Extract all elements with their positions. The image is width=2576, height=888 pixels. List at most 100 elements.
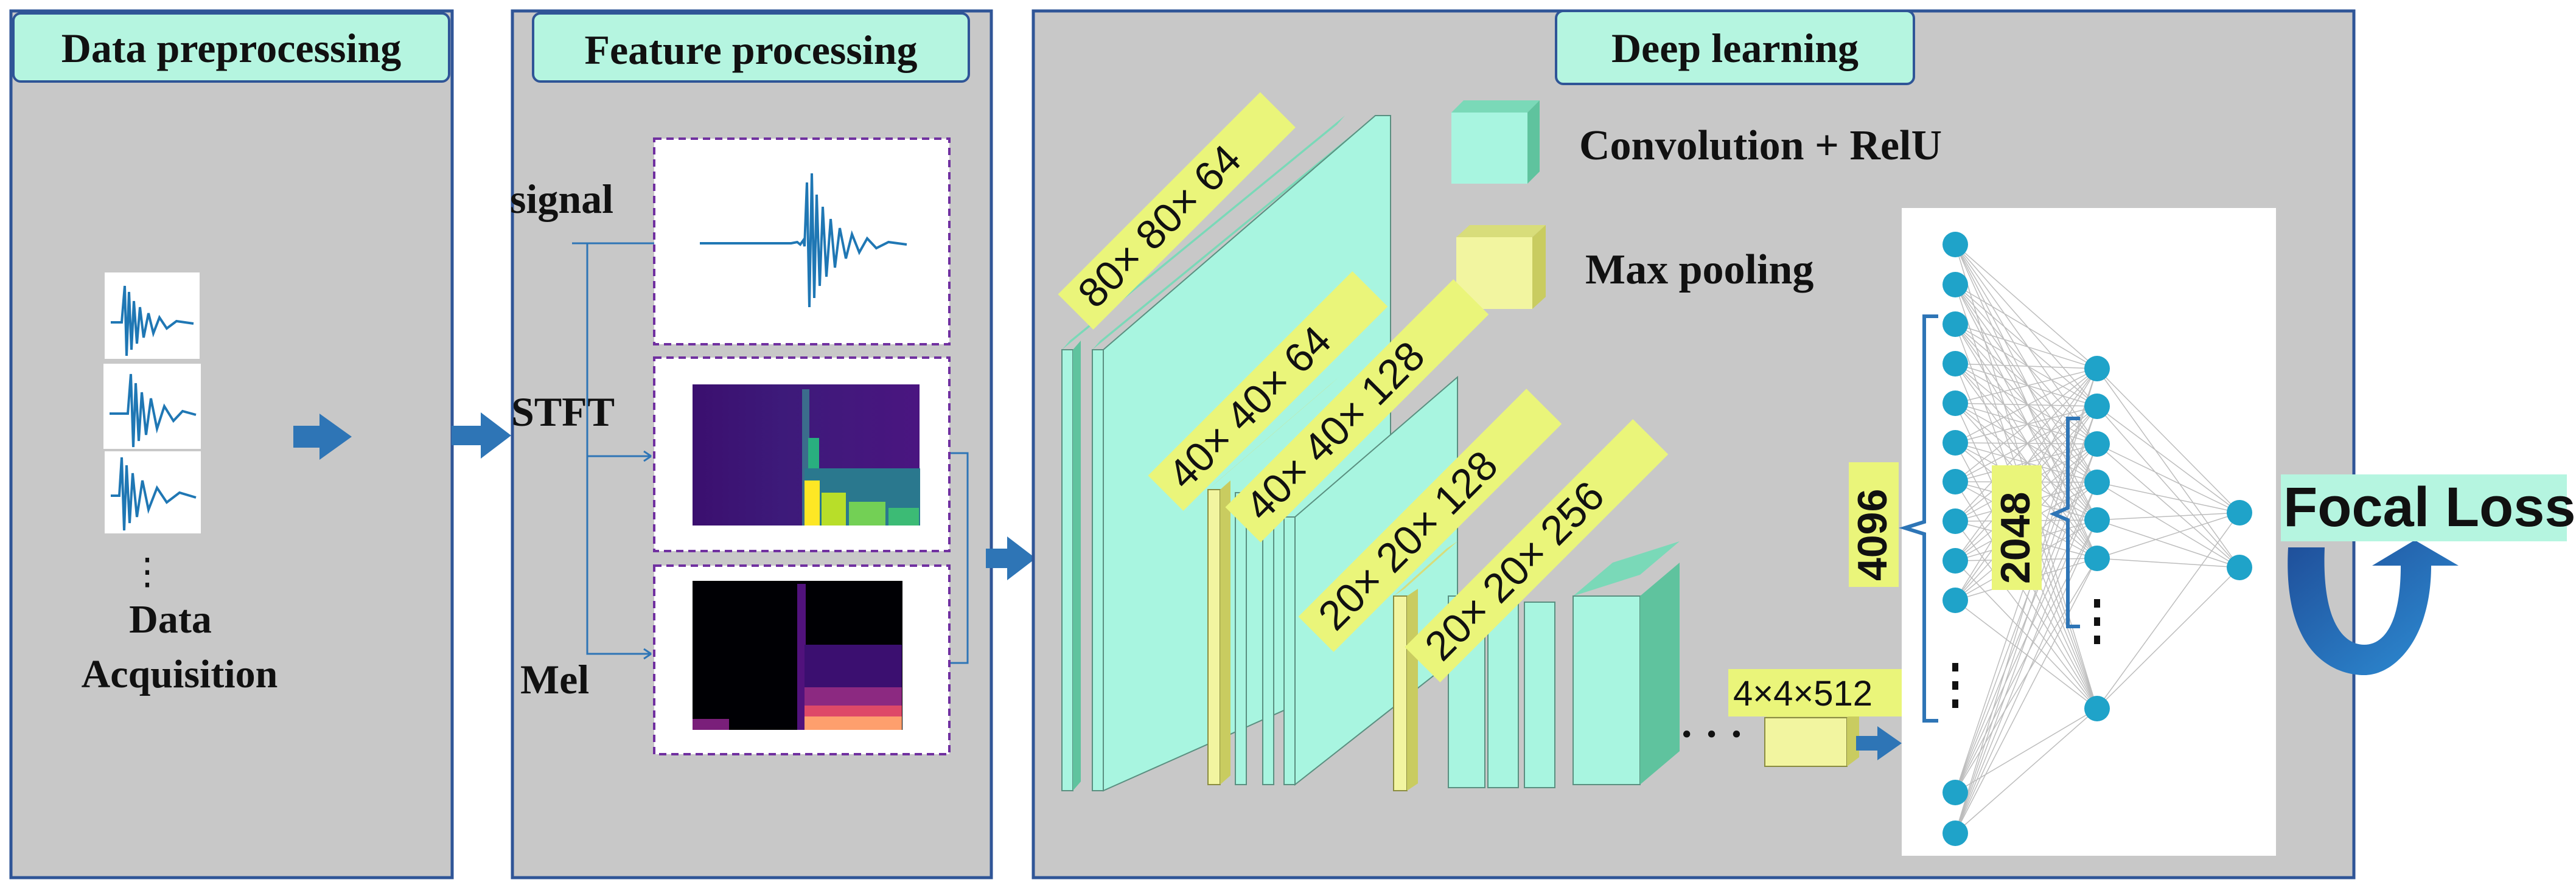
- fc-edge: [1955, 368, 2098, 482]
- fc-neuron-layer1: [1942, 272, 1968, 297]
- fc-dots: [1952, 599, 2100, 708]
- fc-edge: [1955, 368, 2098, 443]
- fc-edge: [2096, 558, 2240, 568]
- fc-neuron-layer1: [1942, 508, 1968, 534]
- fc-edge: [1955, 363, 2098, 521]
- layer-ellipsis: · · ·: [1680, 711, 1744, 758]
- feature-title-text: Feature processing: [584, 27, 917, 73]
- mel-label: Mel: [520, 656, 589, 702]
- fc-edge: [1955, 558, 2098, 834]
- waveform-thumb-2: [103, 364, 201, 449]
- fc-neuron-layer1: [1942, 820, 1968, 846]
- fc-edge: [1955, 324, 2098, 369]
- fc-neuron-output: [2227, 555, 2252, 580]
- fc-edge: [1955, 284, 2098, 369]
- fc-edge: [1955, 363, 2098, 369]
- fc-nodes: [1942, 232, 2252, 846]
- fc-edge: [1955, 324, 2098, 445]
- fc-edge: [1955, 324, 2098, 521]
- fc-edge: [1955, 406, 2098, 443]
- fc-neuron-layer2: [2084, 394, 2110, 419]
- svg-text:2048: 2048: [1992, 492, 2039, 584]
- fc-neuron-layer2: [2084, 546, 2110, 571]
- fc-edge: [1955, 368, 2098, 834]
- preprocessing-title-text: Data preprocessing: [61, 25, 401, 71]
- fc-edge: [2096, 519, 2240, 568]
- fc-label-2048: 2048: [1992, 465, 2042, 590]
- fc-edge: [1955, 519, 2098, 834]
- right-arrow-icon: [452, 412, 511, 459]
- waveform-thumbnails: [103, 272, 201, 533]
- loop-arrow-icon: [2288, 540, 2459, 675]
- fc-edge: [1955, 284, 2098, 483]
- fc-edge: [2096, 406, 2240, 568]
- feature-connectors: [572, 242, 969, 664]
- fc-neuron-output: [2227, 500, 2252, 526]
- fc-edge: [2096, 512, 2240, 521]
- fc-edge: [1955, 244, 2098, 407]
- fc-edge: [2096, 443, 2240, 568]
- mel-spectrogram: [653, 564, 951, 755]
- fc-edge: [1955, 443, 2098, 793]
- fc-edge: [2096, 512, 2240, 709]
- fully-connected-network: 4096 2048: [1849, 208, 2276, 856]
- stft-spectrogram: [653, 356, 951, 552]
- fc-edge: [1955, 368, 2098, 522]
- fc-edge: [2096, 567, 2240, 709]
- deep-title-text: Deep learning: [1611, 25, 1859, 71]
- preprocessing-title: Data preprocessing: [12, 12, 450, 83]
- signal-plot: [653, 137, 951, 345]
- svg-text:4×4×512: 4×4×512: [1733, 674, 1873, 713]
- waveform-thumb-1: [105, 272, 200, 359]
- fc-edge: [1955, 560, 2098, 709]
- fc-neuron-layer1: [1942, 232, 1968, 257]
- fc-neuron-layer1: [1942, 469, 1968, 494]
- pool-legend-label: Max pooling: [1585, 246, 1813, 293]
- fc-edge: [1955, 368, 2098, 404]
- fc-edge: [1955, 481, 2098, 709]
- fc-edge: [1955, 244, 2098, 369]
- fc-edge: [1955, 324, 2098, 483]
- fc-neuron-layer2: [2084, 696, 2110, 721]
- feature-title: Feature processing: [532, 12, 970, 83]
- fc-edge: [1955, 519, 2098, 793]
- fc-edge: [1955, 403, 2098, 445]
- brace-2048: [2049, 417, 2080, 628]
- fc-edge: [2096, 368, 2240, 568]
- fc-edge: [1955, 443, 2098, 482]
- fc-edge: [1955, 403, 2098, 483]
- fc-edge: [1955, 443, 2098, 834]
- feature-panel: Feature processing signal STFT Mel: [510, 9, 993, 879]
- fc-edge: [2096, 482, 2240, 513]
- fc-edge: [1955, 406, 2098, 522]
- svg-text:4096: 4096: [1849, 489, 1896, 581]
- data-acquisition-line1: Data: [129, 597, 212, 642]
- fc-edge: [1955, 558, 2098, 793]
- fc-edge: [2096, 443, 2240, 513]
- fc-neuron-layer1: [1942, 588, 1968, 613]
- conv-legend-label: Convolution + RelU: [1579, 122, 1942, 169]
- fc-edge: [1955, 324, 2098, 407]
- fc-edge: [1955, 368, 2098, 561]
- fc-edge: [1955, 244, 2098, 445]
- focal-loss-label: Focal Loss: [2283, 476, 2576, 538]
- fc-edge: [1955, 244, 2098, 559]
- fc-edge: [1955, 403, 2098, 521]
- fc-neuron-layer2: [2084, 431, 2110, 457]
- preprocessing-panel: Data preprocessing ⋮ Data Acquisition: [9, 9, 454, 879]
- fc-edge: [1955, 406, 2098, 834]
- fc-neuron-layer2: [2084, 470, 2110, 495]
- fc-edge: [1955, 521, 2098, 709]
- fc-edge: [1955, 363, 2098, 445]
- right-arrow-icon: [1856, 726, 1902, 760]
- fc-edge: [1955, 363, 2098, 559]
- fc-edge: [1955, 284, 2098, 521]
- fc-neuron-layer1: [1942, 351, 1968, 376]
- preprocessing-dots: ⋮: [129, 552, 166, 592]
- fc-edge: [1955, 363, 2098, 407]
- fc-neuron-layer1: [1942, 390, 1968, 416]
- fc-neuron-layer1: [1942, 311, 1968, 337]
- fc-neuron-layer2: [2084, 356, 2110, 381]
- fc-edge: [1955, 482, 2098, 834]
